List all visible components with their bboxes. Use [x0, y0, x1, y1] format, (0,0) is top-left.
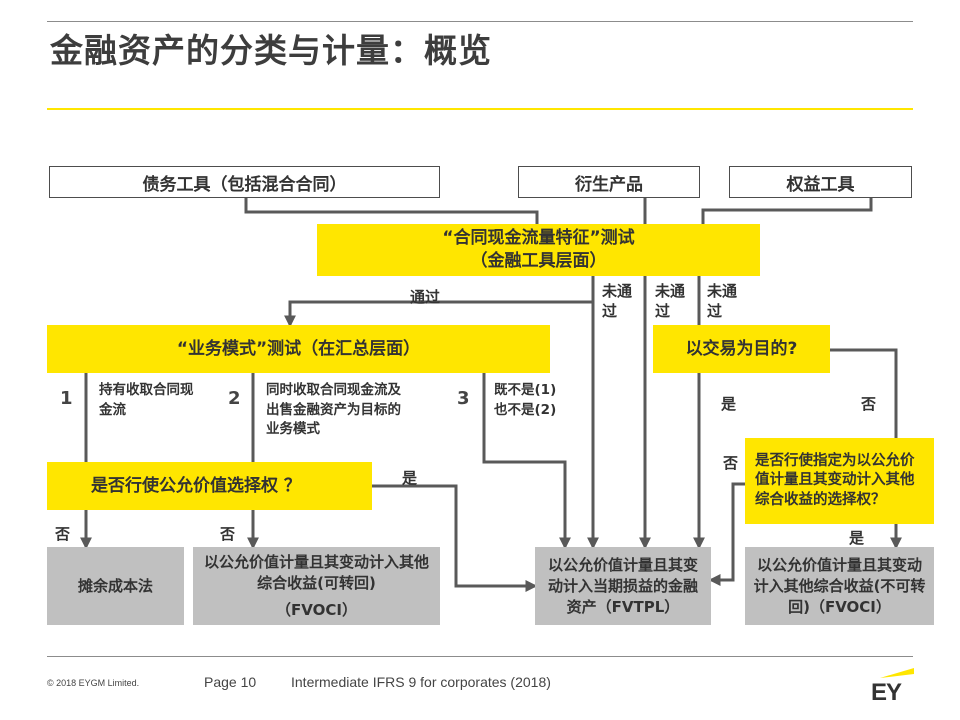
sppi-test-subtitle: （金融工具层面） [470, 251, 607, 271]
designation-no-label: 否 [723, 454, 739, 472]
page-title: 金融资产的分类与计量：概览 [50, 31, 492, 70]
fvoci-no-recycling-box: 以公允价值计量且其变动计入其他综合收益(不可转回)（FVOCI） [745, 547, 934, 625]
bm-text-2: 同时收取合同现金流及出售金融资产为目标的业务模式 [266, 382, 401, 438]
designation-yes-label: 是 [849, 529, 865, 547]
title-underline [47, 108, 913, 110]
connector-sppi-pass [284, 276, 595, 328]
trading-no-label: 否 [861, 395, 877, 413]
connector-designation-no [708, 482, 745, 586]
course-title: Intermediate IFRS 9 for corporates (2018… [291, 674, 551, 690]
bm-number-1: 1 [60, 388, 73, 409]
held-for-trading-question: 以交易为目的? [653, 325, 830, 373]
ey-logo-mark [880, 668, 914, 678]
fvoci-recycling-box: 以公允价值计量且其变动计入其他综合收益(可转回) （FVOCI） [193, 547, 440, 625]
copyright: © 2018 EYGM Limited. [47, 678, 140, 688]
fvoci-no-label: 否 [220, 525, 236, 543]
sppi-test-box: “合同现金流量特征”测试 （金融工具层面） [317, 224, 760, 276]
bm-number-2: 2 [228, 388, 241, 409]
page-number: Page 10 [204, 674, 257, 690]
amortised-cost-box: 摊余成本法 [47, 547, 184, 625]
connector-fvo-yes [372, 484, 538, 592]
fvo-yes-label: 是 [402, 469, 418, 487]
connector-bm3 [482, 373, 571, 550]
ac-no-label: 否 [55, 525, 71, 543]
bm-number-3: 3 [457, 388, 470, 409]
header-rule [47, 21, 913, 22]
derivatives-box: 衍生产品 [518, 166, 700, 198]
fvoci-recycling-abbr: （FVOCI） [276, 600, 357, 619]
debt-fail-label: 未通过 [602, 282, 633, 320]
business-model-test-box: “业务模式”测试（在汇总层面） [47, 325, 550, 373]
sppi-test-title: “合同现金流量特征”测试 [442, 228, 635, 249]
debt-instruments-box: 债务工具（包括混合合同） [49, 166, 440, 198]
fvoci-designation-question: 是否行使指定为以公允价值计量且其变动计入其他综合收益的选择权？ [745, 438, 934, 524]
ey-logo: EY [866, 662, 916, 706]
equity-fail-label: 未通过 [707, 282, 738, 320]
fair-value-option-question: 是否行使公允价值选择权 ？ [47, 462, 372, 510]
fvoci-recycling-text: 以公允价值计量且其变动计入其他综合收益(可转回) [203, 552, 429, 592]
connector-equity-to-sppi [701, 198, 873, 224]
equity-instruments-box: 权益工具 [729, 166, 912, 198]
connector-debt-to-sppi [244, 198, 539, 224]
footer-rule [47, 656, 913, 657]
ey-logo-text: EY [871, 679, 902, 706]
fvtpl-box: 以公允价值计量且其变动计入当期损益的金融资产（FVTPL） [535, 547, 711, 625]
bm-text-1: 持有收取合同现金流 [99, 382, 194, 418]
derivative-fail-label: 未通过 [655, 282, 686, 320]
trading-yes-label: 是 [721, 395, 737, 413]
bm-text-3: 既不是(1)也不是(2) [494, 382, 557, 418]
pass-label: 通过 [410, 288, 441, 306]
